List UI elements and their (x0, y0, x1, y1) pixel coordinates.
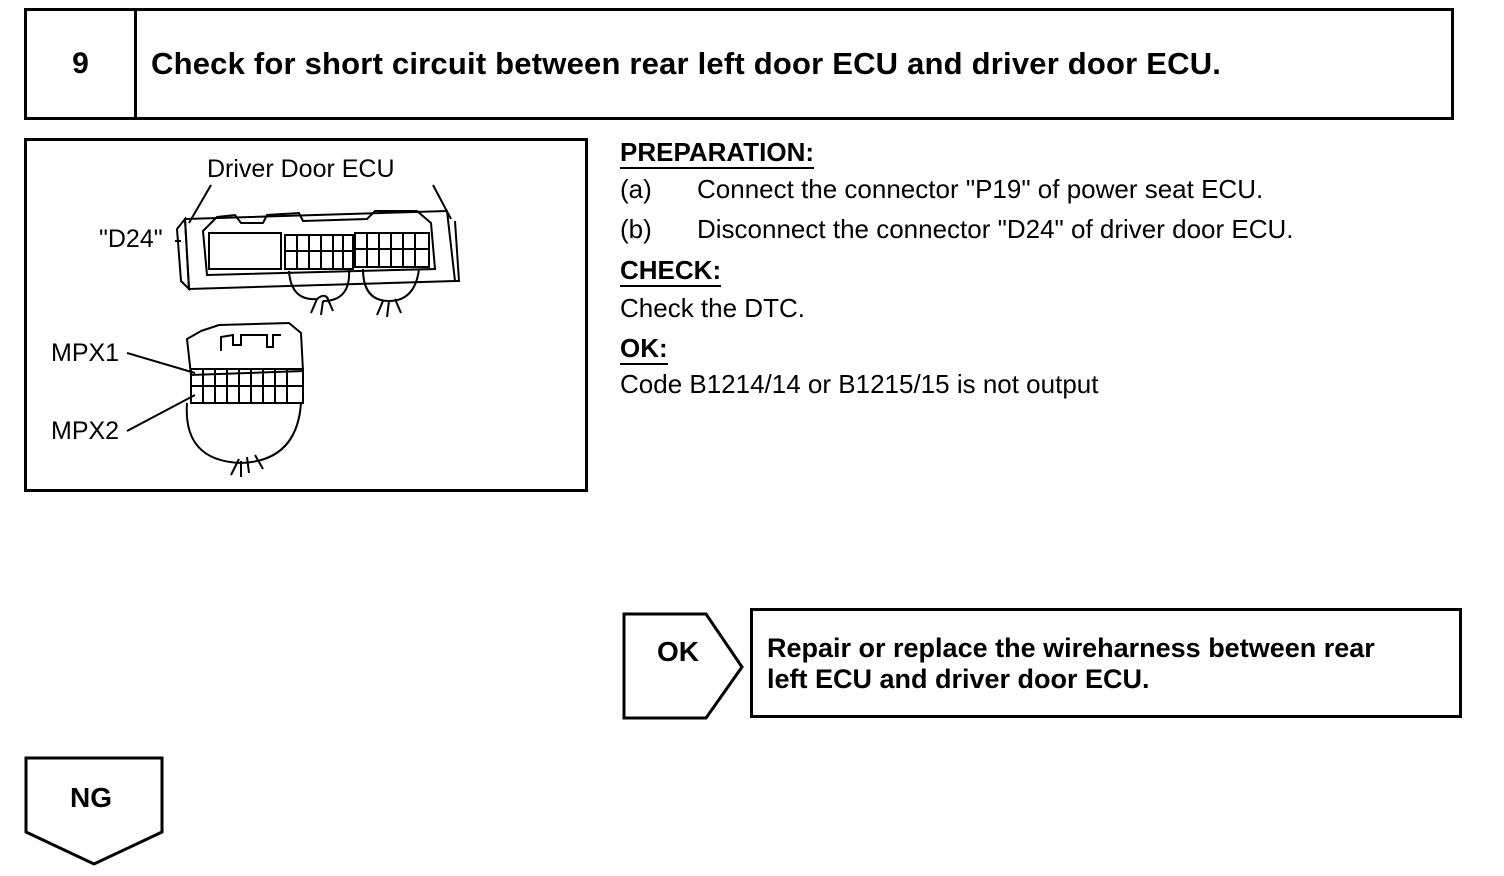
preparation-step-b-text: Disconnect the connector "D24" of driver… (697, 214, 1294, 244)
step-title: Check for short circuit between rear lef… (151, 46, 1222, 81)
ng-arrow-shape (24, 756, 164, 866)
preparation-step-a-marker: (a) (620, 174, 652, 204)
ok-heading: OK: (620, 333, 668, 365)
check-text: Check the DTC. (620, 293, 805, 323)
ok-criteria-text: Code B1214/14 or B1215/15 is not output (620, 369, 1099, 399)
connector-drawing (126, 184, 461, 477)
mpx1-label: MPX1 (51, 339, 120, 367)
preparation-step-b-marker: (b) (620, 214, 652, 244)
ok-action-line-2: left ECU and driver door ECU. (767, 664, 1150, 694)
connector-illustration: Driver Door ECU "D24" MPX1 MPX2 (24, 138, 588, 492)
driver-door-ecu-label: Driver Door ECU (207, 155, 395, 183)
ok-label: OK (657, 636, 699, 667)
connector-d24-label: "D24" (99, 225, 163, 253)
check-heading: CHECK: (620, 255, 722, 287)
mpx2-label: MPX2 (51, 417, 120, 445)
connector-plug-shape (185, 321, 305, 477)
ok-action-box: Repair or replace the wireharness betwee… (750, 608, 1462, 718)
driver-door-ecu-shape (175, 209, 461, 318)
step-header: 9 Check for short circuit between rear l… (24, 8, 1454, 120)
ng-label: NG (70, 782, 112, 813)
ok-arrow-shape (622, 612, 744, 720)
preparation-heading: PREPARATION: (620, 137, 815, 169)
preparation-step-a-text: Connect the connector "P19" of power sea… (697, 174, 1264, 204)
step-number: 9 (27, 11, 137, 117)
ok-action-line-1: Repair or replace the wireharness betwee… (767, 633, 1375, 663)
